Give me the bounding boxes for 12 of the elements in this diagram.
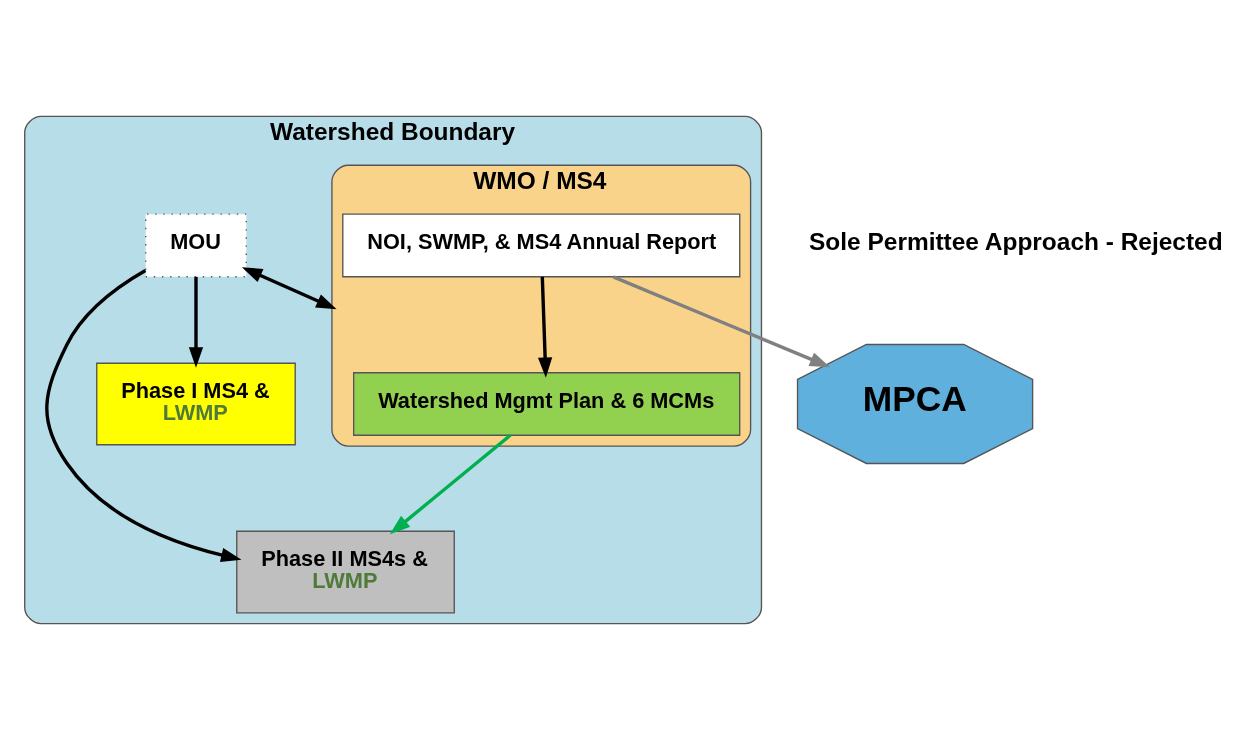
arrow <box>537 276 553 378</box>
node-box: MOU <box>145 213 247 277</box>
node-box: Watershed Mgmt Plan & 6 MCMs <box>353 371 741 436</box>
node-box: Phase II MS4s & LWMP <box>236 530 455 613</box>
arrow <box>241 266 337 309</box>
arrow <box>389 433 512 534</box>
node-box: NOI, SWMP, & MS4 Annual Report <box>342 213 741 277</box>
arrow <box>188 276 204 368</box>
node-box: Phase I MS4 & LWMP <box>96 362 296 445</box>
label: Sole Permittee Approach - Rejected <box>809 227 1223 255</box>
arrow <box>612 274 831 367</box>
arrow <box>45 268 242 562</box>
